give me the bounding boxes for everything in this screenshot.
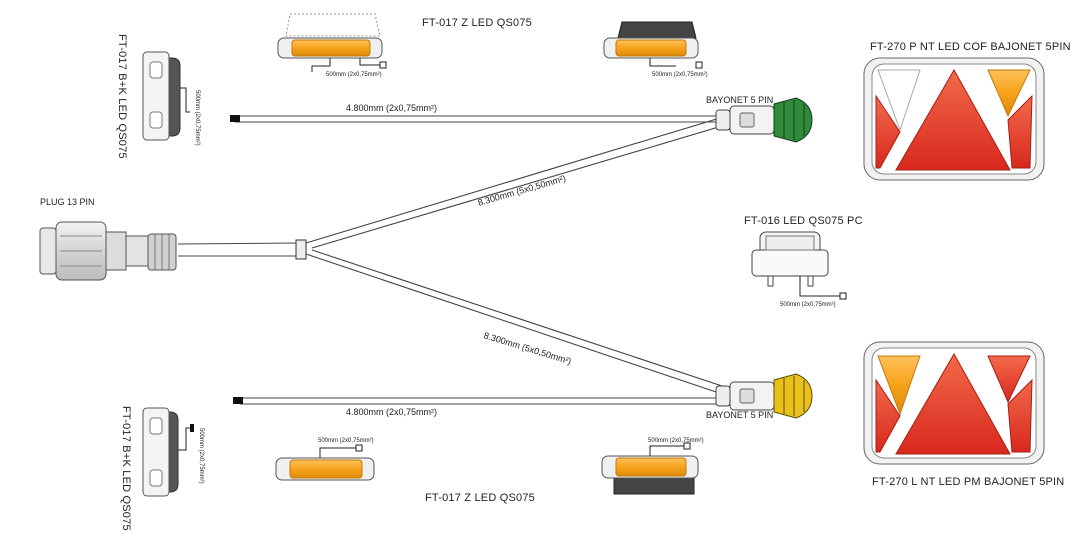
bayonet-connector-top xyxy=(715,97,813,143)
cable-diagonal-top xyxy=(305,117,723,249)
side-cable-label-bottom: 500mm (2x0,75mm²) xyxy=(198,428,204,484)
cable-label-bottom-straight: 4.800mm (2x0,75mm²) xyxy=(346,407,438,417)
top-marker-title: FT-017 Z LED QS075 xyxy=(422,17,532,29)
bayonet-label-top: BAYONET 5 PIN xyxy=(706,95,774,105)
cable-diagonal-bottom xyxy=(305,249,723,395)
plate-lamp-cable-label: 500mm (2x0,75mm²) xyxy=(780,302,836,308)
cable-main xyxy=(177,239,307,260)
amber-marker-top-left xyxy=(277,13,387,72)
plug-13-pin xyxy=(39,221,177,281)
plug-label: PLUG 13 PIN xyxy=(40,197,95,207)
cable-label-top-straight: 4.800mm (2x0,75mm²) xyxy=(346,103,438,113)
plate-lamp-title: FT-016 LED QS075 PC xyxy=(744,215,863,227)
side-marker-top xyxy=(142,51,190,141)
side-marker-title-top: FT-017 B+K LED QS075 xyxy=(116,34,128,159)
marker-cable-label-top-left: 500mm (2x0,75mm²) xyxy=(326,72,382,78)
side-marker-bottom xyxy=(142,407,194,497)
bottom-marker-title: FT-017 Z LED QS075 xyxy=(425,492,535,504)
amber-marker-bottom-left xyxy=(275,444,375,481)
plate-lamp xyxy=(751,231,847,300)
bayonet-connector-bottom xyxy=(715,373,813,419)
marker-cable-label-top-right: 500mm (2x0,75mm²) xyxy=(652,72,708,78)
rear-lamp-bottom-title: FT-270 L NT LED PM BAJONET 5PIN xyxy=(872,476,1065,488)
marker-cable-label-bottom-right: 500mm (2x0,75mm²) xyxy=(648,438,704,444)
cable-bottom-straight xyxy=(233,397,720,405)
bayonet-label-bottom: BAYONET 5 PIN xyxy=(706,410,774,420)
cable-top-straight xyxy=(230,115,720,123)
rear-lamp-bottom xyxy=(863,341,1045,465)
side-cable-label-top: 500mm (2x0,75mm²) xyxy=(194,90,200,146)
side-marker-title-bottom: FT-017 B+K LED QS075 xyxy=(120,406,132,531)
marker-cable-label-bottom-left: 500mm (2x0,75mm²) xyxy=(318,438,374,444)
amber-marker-bottom-right xyxy=(601,442,699,495)
amber-marker-top-right xyxy=(603,21,703,69)
rear-lamp-top xyxy=(863,57,1045,181)
rear-lamp-top-title: FT-270 P NT LED COF BAJONET 5PIN xyxy=(870,41,1071,53)
